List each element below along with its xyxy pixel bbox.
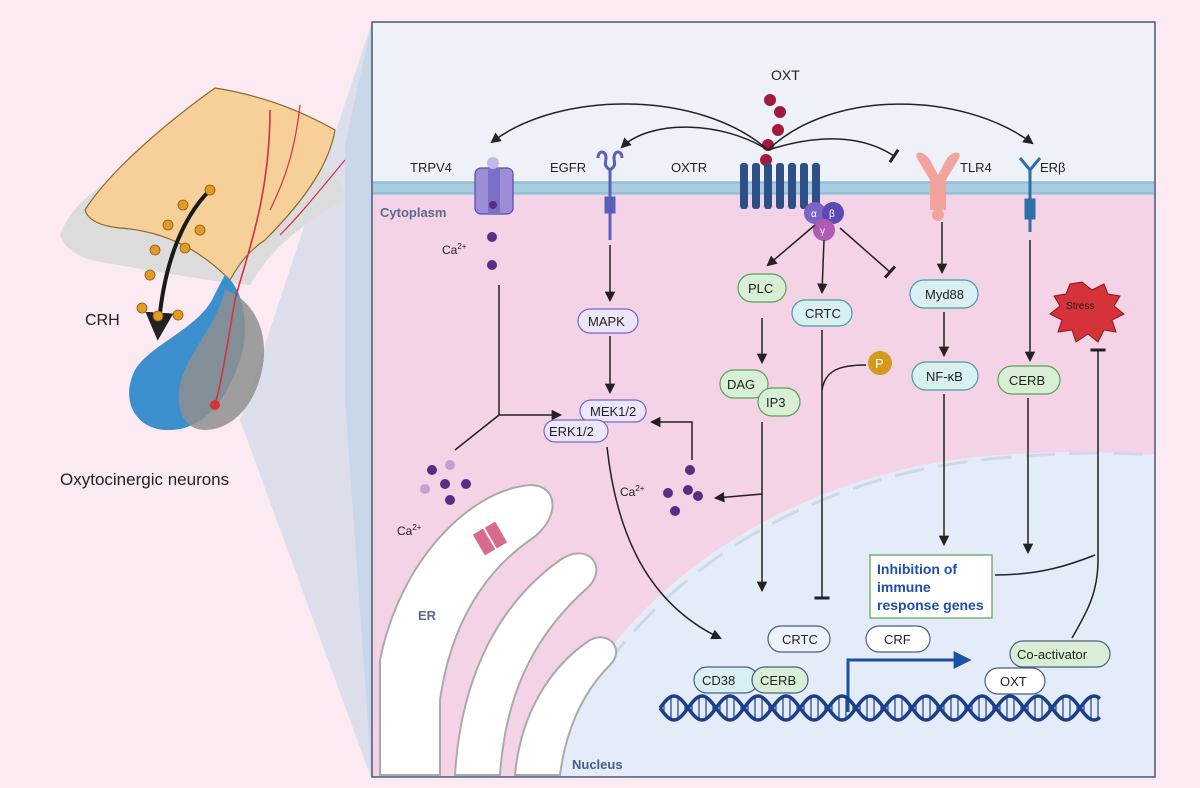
left-panel: CRH Oxytocinergic neurons: [60, 22, 372, 780]
egfr-receptor: [596, 150, 624, 240]
nucleus: [540, 451, 1154, 776]
left-caption: Oxytocinergic neurons: [60, 470, 229, 489]
er-label: ER: [418, 608, 437, 623]
svg-text:CERB: CERB: [1009, 373, 1045, 388]
erk-node: [543, 419, 609, 443]
tlr4-receptor: [916, 152, 960, 221]
ip3-node: [757, 387, 801, 417]
cell-panel: ER Cytoplasm Nucleus OXT TRPV4 EGFR OXTR…: [371, 21, 1156, 778]
svg-text:γ: γ: [820, 226, 825, 237]
trpv4-channel: [474, 157, 514, 215]
egfr-label: EGFR: [550, 160, 586, 175]
anterior-pituitary: [178, 290, 265, 430]
mek-node: [579, 399, 647, 423]
svg-text:ERK1/2: ERK1/2: [549, 424, 594, 439]
ca-label-er: Ca2+: [397, 523, 422, 538]
svg-text:β: β: [829, 209, 835, 220]
oxt-nuc-node: [984, 667, 1046, 695]
svg-text:CRTC: CRTC: [805, 306, 841, 321]
oxt-ligand-label: OXT: [771, 67, 800, 83]
svg-text:Myd88: Myd88: [925, 287, 964, 302]
inhibition-box: [869, 554, 993, 619]
myd88-node: [909, 279, 979, 309]
ca-label-mid: Ca2+: [620, 484, 645, 499]
trpv4-label: TRPV4: [410, 160, 452, 175]
svg-text:Co-activator: Co-activator: [1017, 647, 1088, 662]
ca-dots-er: [420, 460, 471, 505]
inhibition-line-2: immune: [877, 579, 931, 595]
oxtr-label: OXTR: [671, 160, 707, 175]
oxtr-receptor: [740, 163, 820, 209]
inhibition-line-3: response genes: [877, 597, 984, 613]
svg-text:IP3: IP3: [766, 395, 786, 410]
svg-text:CD38: CD38: [702, 673, 735, 688]
crtc-nuc-node: [767, 625, 831, 653]
svg-text:DAG: DAG: [727, 377, 755, 392]
svg-text:Stress: Stress: [1066, 301, 1094, 312]
plasma-membrane: [373, 181, 1154, 195]
svg-text:MAPK: MAPK: [588, 314, 625, 329]
svg-text:PLC: PLC: [748, 281, 773, 296]
svg-text:P: P: [875, 356, 884, 371]
erb-label: ERβ: [1040, 160, 1066, 175]
cytoplasm-label: Cytoplasm: [380, 205, 446, 220]
dag-node: [719, 369, 769, 399]
svg-text:CRTC: CRTC: [782, 632, 818, 647]
oxt-ligand-molecules: [760, 94, 786, 166]
cerb-cyto-node: [997, 365, 1061, 395]
hypothalamus-region: [84, 87, 336, 281]
inhibition-line-1: Inhibition of: [877, 561, 957, 577]
g-protein: α β γ: [804, 202, 844, 241]
plc-node: [737, 273, 787, 303]
phosphate-circle: [868, 351, 892, 375]
ca-dots-middle: [663, 465, 703, 516]
svg-text:CERB: CERB: [760, 673, 796, 688]
erb-receptor: [1018, 157, 1042, 232]
svg-text:MEK1/2: MEK1/2: [590, 404, 636, 419]
crh-granules: [136, 184, 216, 322]
svg-text:α: α: [811, 209, 817, 220]
nfkb-node: [911, 361, 979, 391]
crh-label: CRH: [85, 312, 120, 329]
tlr4-label: TLR4: [960, 160, 992, 175]
coactivator-node: [1009, 640, 1111, 668]
nucleus-label: Nucleus: [572, 757, 623, 772]
stress-shape: [1049, 281, 1125, 343]
svg-text:OXT: OXT: [1000, 674, 1027, 689]
crf-node: [865, 625, 931, 653]
svg-text:NF-κB: NF-κB: [926, 369, 963, 384]
dna-helix: [658, 694, 1102, 722]
crtc-cyto-node: [791, 299, 853, 327]
endoplasmic-reticulum: ER: [379, 483, 617, 776]
neuron-cell-body: [210, 400, 220, 410]
svg-text:CRF: CRF: [884, 632, 911, 647]
ca-label-top: Ca2+: [442, 242, 467, 257]
er-calcium-channel: [472, 528, 496, 556]
mapk-node: [577, 308, 639, 334]
cerb-nuc-node: [751, 666, 809, 694]
